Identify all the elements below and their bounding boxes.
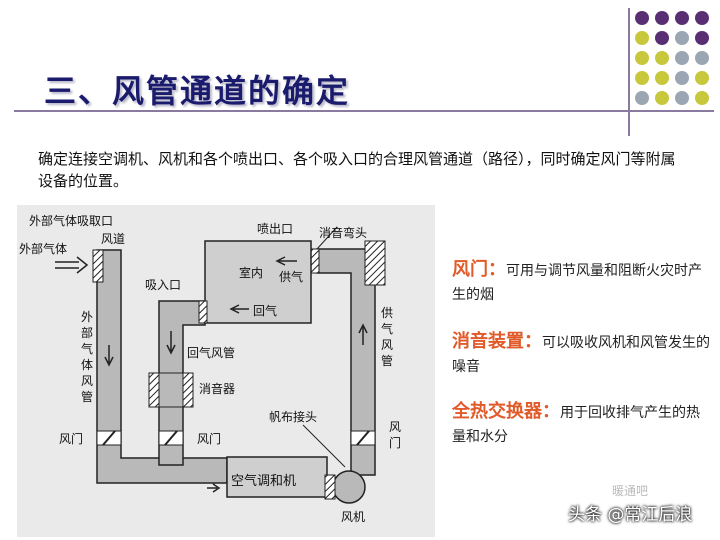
note-heat-exchanger-term: 全热交换器：: [452, 401, 560, 422]
note-damper: 风门：可用与调节风量和阻断火灾时产生的烟: [452, 258, 712, 307]
decor-dot: [695, 91, 709, 105]
watermark: 头条 @常江后浪: [568, 505, 693, 525]
decor-vertical-line: [628, 8, 630, 136]
decor-dot: [675, 31, 689, 45]
note-silencer: 消音装置：可以吸收风机和风管发生的噪音: [452, 330, 712, 379]
label-canvas-joint: 帆布接头: [269, 409, 317, 424]
label-damper-left: 风门: [59, 431, 83, 446]
flow-arrows: [55, 256, 368, 493]
note-heat-exchanger-text: 用于回收排气产生的热量和水分: [452, 405, 700, 445]
note-heat-exchanger: 全热交换器：用于回收排气产生的热量和水分: [452, 400, 712, 449]
label-fan: 风机: [341, 510, 365, 524]
decor-dot: [695, 31, 709, 45]
supply-outlet-grille-icon: [310, 248, 320, 274]
canvas-joint-icon: [324, 474, 336, 500]
decor-dot: [655, 11, 669, 25]
watermark-small: 暖通吧: [612, 484, 649, 498]
label-return-air: 回气: [253, 303, 277, 318]
decor-dot: [635, 51, 649, 65]
decor-dot: [635, 71, 649, 85]
duct-diagram: 外部气体吸取口 风道 外部气体 外部气体风管 喷出口 消音弯头 吸入口 室内 供…: [17, 205, 435, 537]
intake-louver-icon: [92, 249, 104, 283]
label-intake: 吸入口: [145, 278, 181, 292]
decor-dot: [635, 31, 649, 45]
decor-dot: [655, 51, 669, 65]
label-outside-intake: 外部气体吸取口: [29, 213, 113, 228]
label-ahu: 空气调和机: [231, 473, 296, 489]
label-damper-mid: 风门: [197, 431, 221, 446]
fan-icon: [332, 470, 366, 504]
decor-dot: [655, 71, 669, 85]
decor-dot-grid: [635, 11, 709, 105]
damper-right-icon: [350, 430, 376, 446]
label-supply-air: 供气: [279, 269, 303, 284]
label-damper-right: 风门: [389, 420, 401, 450]
decor-dot: [675, 71, 689, 85]
decor-dot: [695, 11, 709, 25]
label-supply-duct: 供气风管: [381, 306, 393, 368]
damper-mid-icon: [158, 430, 184, 446]
decor-dot: [675, 91, 689, 105]
note-damper-term: 风门：: [452, 259, 506, 280]
note-silencer-term: 消音装置：: [452, 331, 542, 352]
decor-dot: [655, 91, 669, 105]
decor-dot: [695, 71, 709, 85]
label-duct: 风道: [101, 232, 125, 246]
decor-dot: [675, 51, 689, 65]
note-damper-text: 可用与调节风量和阻断火灾时产生的烟: [452, 263, 702, 303]
decor-dot: [695, 51, 709, 65]
intake-grille-icon: [198, 300, 208, 324]
decor-dot: [675, 11, 689, 25]
label-supply-outlet: 喷出口: [257, 222, 293, 236]
label-return-duct: 回气风管: [187, 345, 235, 360]
room-box: [204, 240, 312, 324]
decor-horizontal-line: [14, 110, 714, 112]
label-outside-air: 外部气体: [19, 241, 67, 256]
label-room: 室内: [239, 265, 263, 280]
note-silencer-text: 可以吸收风机和风管发生的噪音: [452, 335, 710, 375]
intro-text: 确定连接空调机、风机和各个喷出口、各个吸入口的合理风管通道（路径），同时确定风门…: [38, 150, 676, 190]
label-elbow-silencer: 消音弯头: [319, 225, 367, 240]
damper-left-icon: [96, 430, 122, 446]
decor-dot: [635, 11, 649, 25]
decor-dot: [635, 91, 649, 105]
page-title: 三、风管通道的确定: [44, 72, 351, 110]
elbow-silencer-icon: [364, 240, 386, 286]
label-silencer: 消音器: [199, 381, 235, 396]
label-outside-duct: 外部气体风管: [81, 310, 93, 404]
decor-dot: [655, 31, 669, 45]
